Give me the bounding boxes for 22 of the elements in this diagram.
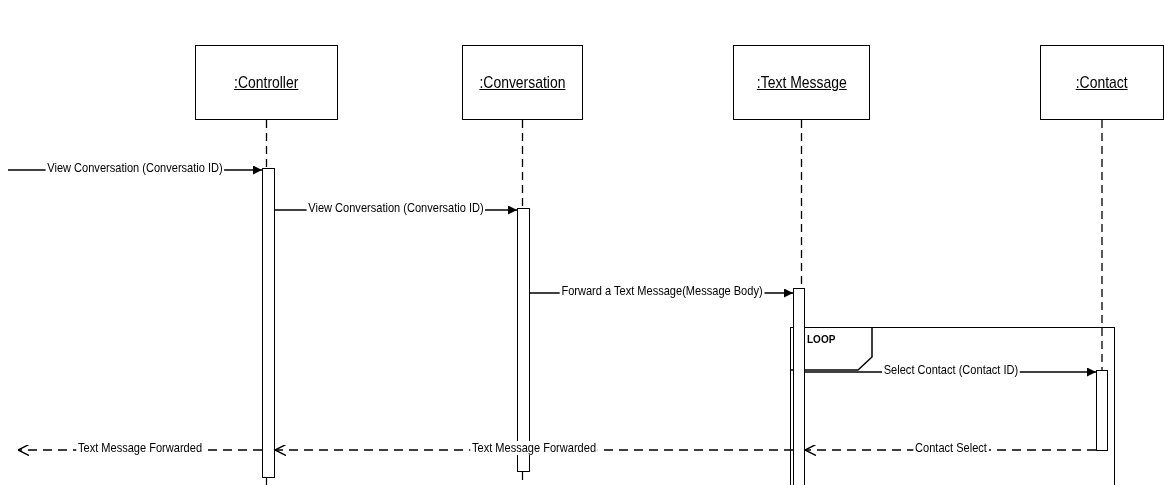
message-label: Select Contact (Contact ID)	[881, 363, 1020, 377]
activation-bar	[1095, 369, 1108, 451]
lifeline-header-box	[462, 45, 583, 120]
message-label: Text Message Forwarded	[470, 441, 598, 455]
object-name: :Contact	[1076, 72, 1128, 93]
object-name: :Text Message	[756, 72, 847, 93]
lifeline	[521, 119, 524, 209]
lifeline-header-box	[733, 45, 870, 120]
object-name: :Controller	[234, 72, 299, 93]
lifeline	[265, 119, 268, 169]
lifeline-header-box	[195, 45, 338, 120]
activation-bar	[262, 168, 275, 478]
object-name: :Conversation	[479, 72, 566, 93]
message-label: Text Message Forwarded	[76, 441, 204, 455]
message-label: Contact Select	[912, 441, 989, 455]
lifeline-header-box	[1040, 45, 1164, 120]
message-label: View Conversation (Conversatio ID)	[45, 161, 225, 175]
frame-label: LOOP	[807, 334, 836, 345]
message-label: Forward a Text Message(Message Body)	[559, 284, 764, 298]
lifeline	[1101, 119, 1103, 371]
message-label: View Conversation (Conversatio ID)	[306, 201, 486, 215]
activation-bar	[793, 288, 805, 485]
